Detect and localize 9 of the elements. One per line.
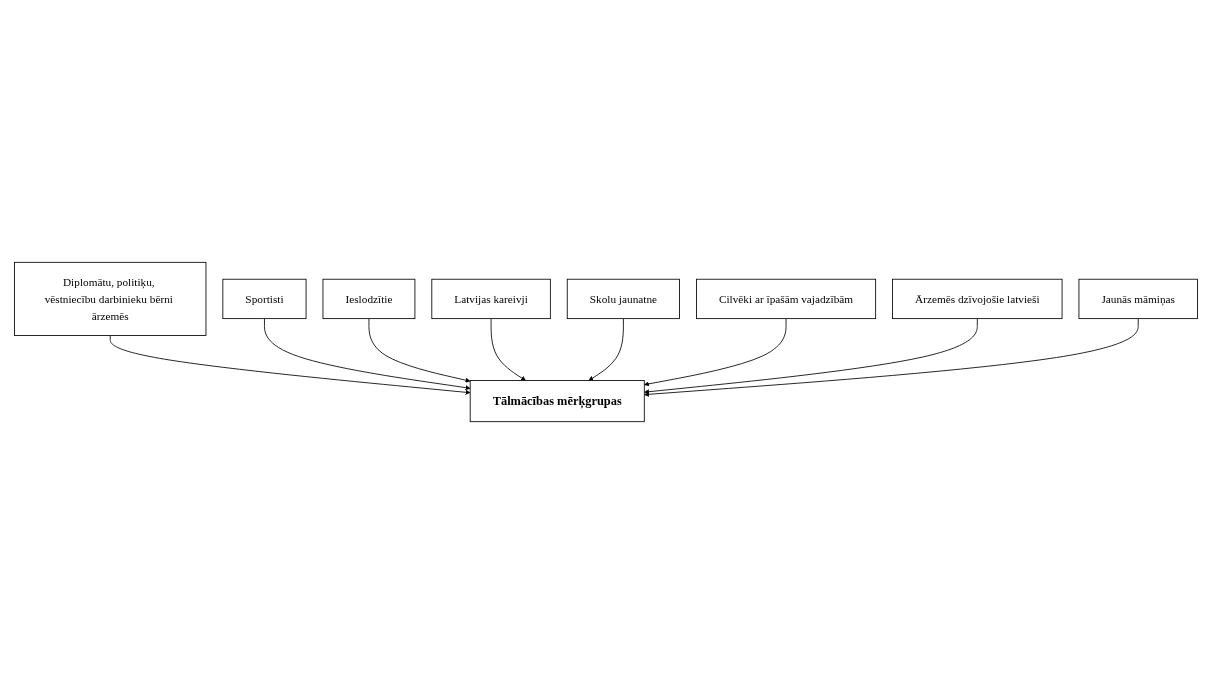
node-box: Diplomātu, politiķu, vēstniecību darbinieku bērni ārzemēs [14,261,207,336]
node-box: Latvijas kareivji [431,278,551,320]
node-box: Jaunās māmiņas [1078,278,1198,320]
node-box: Cilvēki ar īpašām vajadzībām [696,278,877,320]
node-box: Ieslodzītie [322,278,416,320]
node-box: Ārzemēs dzīvojošie latvieši [892,278,1063,320]
node-box: Skolu jaunatne [566,278,680,320]
node-box: Sportisti [222,278,307,320]
node-box: Tālmācības mērķgrupas [469,380,645,423]
